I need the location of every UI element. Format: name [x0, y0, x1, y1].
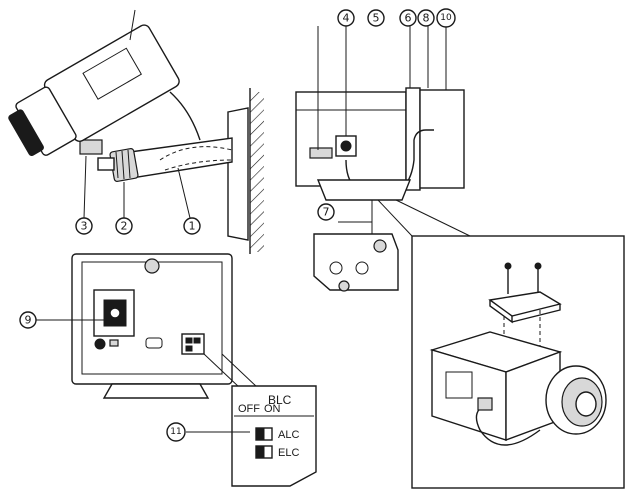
alc-label: ALC — [278, 429, 299, 441]
zoom-connector — [203, 353, 241, 389]
callout-3: 3 — [75, 217, 93, 235]
callout-9: 9 — [19, 311, 37, 329]
wall-mount-plate — [227, 107, 249, 241]
inset-frame — [411, 235, 625, 489]
inset-connector — [377, 199, 413, 237]
knurl-line — [121, 150, 125, 180]
elc-label: ELC — [278, 447, 299, 459]
adapter-hole — [355, 261, 369, 275]
camera-body-angled — [8, 24, 180, 156]
callout-9-number: 9 — [25, 314, 32, 327]
alc-switch-knob — [255, 427, 265, 441]
callout-6: 6 — [399, 9, 417, 27]
camera-side-view — [295, 87, 465, 292]
rear-switch-cluster — [181, 333, 205, 355]
adapter-screw — [338, 280, 350, 292]
adapter-screw — [373, 239, 387, 253]
leader-3 — [83, 155, 87, 219]
callout-6-number: 6 — [405, 12, 412, 25]
wall-mount-illustration — [8, 9, 264, 254]
side-connector — [309, 147, 333, 159]
callout-8-number: 8 — [423, 12, 430, 25]
back-focus-screw-head — [340, 140, 352, 152]
rear-led — [94, 338, 106, 350]
callout-1: 1 — [183, 217, 201, 235]
bracket-head — [97, 157, 115, 171]
zoom-connector — [221, 353, 259, 389]
callout-10: 10 — [436, 8, 456, 28]
rear-switch — [193, 337, 201, 344]
mount-inset-panel — [411, 235, 625, 489]
switch-detail-frame — [231, 385, 317, 487]
knurl-line — [127, 149, 131, 179]
blc-off-label: OFF — [238, 403, 260, 415]
callout-3-number: 3 — [81, 220, 88, 233]
callout-7-number: 7 — [323, 206, 330, 219]
lens-mount-ring — [405, 87, 421, 191]
adapter-edge — [489, 300, 513, 324]
callout-7: 7 — [317, 203, 335, 221]
leader-1 — [177, 167, 191, 219]
callout-11: 11 — [166, 422, 186, 442]
blc-on-label: ON — [264, 403, 281, 415]
camera-cable — [169, 91, 201, 141]
inset-camera-label — [445, 371, 473, 399]
callout-1-number: 1 — [189, 220, 196, 233]
side-lens — [419, 89, 465, 189]
rear-top-screw — [144, 258, 160, 274]
camera-lens-front — [8, 109, 44, 156]
blc-switch-detail: BLC OFF ON ALC ELC — [231, 385, 317, 487]
rear-switch — [185, 337, 193, 344]
adapter-edge — [511, 304, 561, 323]
power-terminal-screw — [109, 307, 121, 319]
cable-top-line — [129, 9, 136, 41]
callout-5-number: 5 — [373, 12, 380, 25]
callout-8: 8 — [417, 9, 435, 27]
inset-connector-plug — [477, 397, 493, 411]
blc-title: BLC — [268, 393, 292, 407]
inset-lens-glass — [575, 391, 597, 417]
callout-5: 5 — [367, 9, 385, 27]
callout-4-number: 4 — [343, 12, 350, 25]
rear-base — [102, 383, 210, 399]
inset-connector — [395, 199, 471, 237]
rear-switch — [185, 345, 193, 352]
video-out-port — [145, 337, 163, 349]
callout-4: 4 — [337, 9, 355, 27]
mount-bracket-arm — [129, 137, 233, 179]
rear-indicator — [109, 339, 119, 347]
camera-label-area — [82, 47, 142, 100]
adapter-hole — [329, 261, 343, 275]
side-base-plate — [316, 179, 412, 201]
callout-11-number: 11 — [170, 427, 181, 437]
knurl-line — [115, 151, 119, 179]
callout-2: 2 — [115, 217, 133, 235]
tripod-screw — [79, 139, 103, 155]
bracket-hidden-line — [159, 146, 233, 161]
screw-icon — [534, 262, 542, 270]
screw-icon — [504, 262, 512, 270]
elc-switch-knob — [255, 445, 265, 459]
callout-2-number: 2 — [121, 220, 128, 233]
callout-10-number: 10 — [440, 13, 452, 23]
camera-rear-view — [71, 253, 233, 399]
wall-hatching — [250, 92, 264, 252]
